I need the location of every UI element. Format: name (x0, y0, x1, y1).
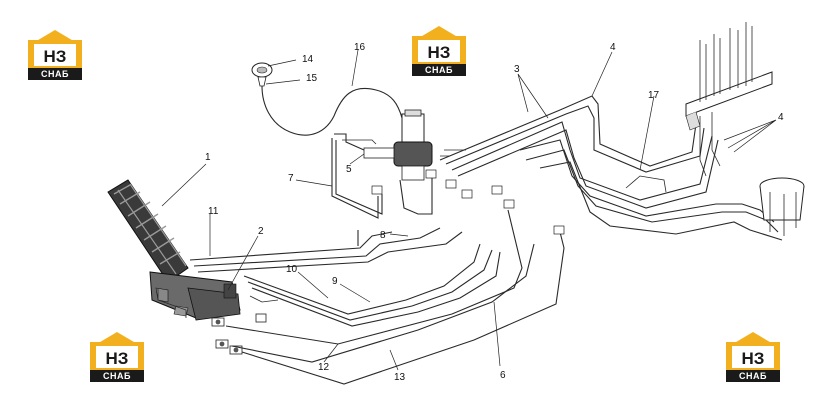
callout-17: 17 (648, 90, 660, 101)
valve-block (334, 109, 433, 181)
logo-bottom-right: НЗ СНАБ (726, 332, 780, 382)
callout-15: 15 (306, 73, 318, 84)
callout-7: 7 (288, 173, 294, 184)
callout-4-right: 4 (778, 112, 784, 123)
logo-top-center: НЗ СНАБ (412, 26, 466, 76)
logo-sub: СНАБ (103, 371, 131, 381)
callout-11: 11 (208, 206, 219, 217)
logo-bottom-left: НЗ СНАБ (90, 332, 144, 382)
long-hoses (439, 95, 783, 241)
tank-right (759, 177, 805, 236)
callout-5: 5 (346, 164, 352, 175)
callout-8: 8 (380, 230, 386, 241)
callout-numbers: 1 2 3 4 4 5 6 7 8 9 10 11 12 13 14 15 16… (205, 42, 784, 383)
callout-13: 13 (394, 372, 406, 383)
logo-sub: СНАБ (41, 69, 69, 79)
logo-letters: НЗ (428, 43, 451, 62)
callout-12: 12 (318, 362, 330, 373)
callout-1: 1 (205, 152, 211, 163)
callout-6: 6 (500, 370, 506, 381)
pedal-fittings (211, 313, 267, 355)
callout-14: 14 (302, 54, 314, 65)
logo-letters: НЗ (106, 349, 129, 368)
leader-lines (161, 49, 777, 371)
sensor-unit (251, 62, 403, 136)
callout-3: 3 (514, 64, 520, 75)
callout-10: 10 (286, 264, 298, 275)
logo-top-left: НЗ СНАБ (28, 30, 82, 80)
pedal-assembly (107, 179, 241, 321)
logo-letters: НЗ (44, 47, 67, 66)
logo-sub: СНАБ (425, 65, 453, 75)
hose-bundle (157, 209, 565, 385)
callout-9: 9 (332, 276, 338, 287)
manifold-top-right (685, 22, 773, 177)
callout-4-top: 4 (610, 42, 616, 53)
logo-sub: СНАБ (739, 371, 767, 381)
callout-2: 2 (258, 226, 264, 237)
logo-letters: НЗ (742, 349, 765, 368)
callout-16: 16 (354, 42, 366, 53)
valve-piping (331, 138, 565, 246)
